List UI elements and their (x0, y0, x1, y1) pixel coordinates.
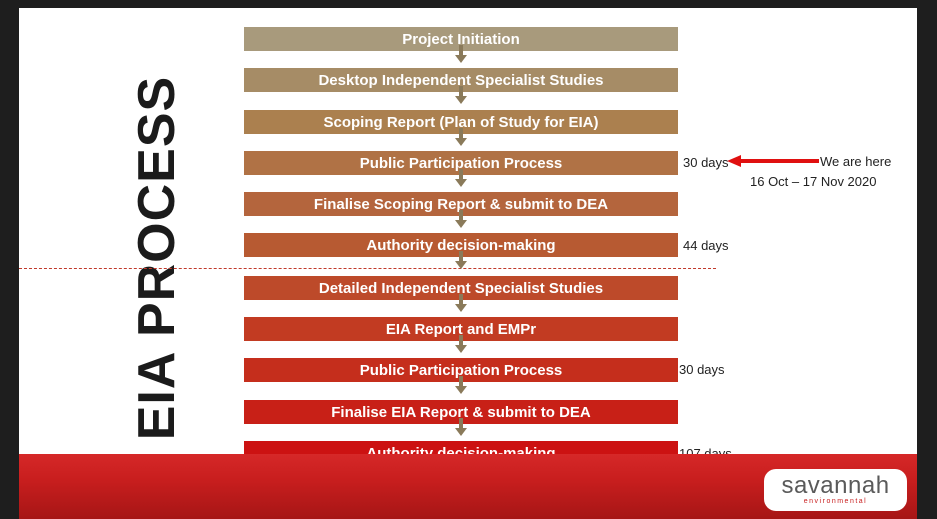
flow-arrow-icon (455, 294, 467, 312)
current-period-dates: 16 Oct – 17 Nov 2020 (750, 174, 877, 189)
left-arrow-icon (727, 155, 819, 167)
step-finalise-eia-report: Finalise EIA Report & submit to DEA (244, 400, 678, 424)
flow-arrow-icon (455, 45, 467, 63)
phase-divider (19, 268, 716, 269)
flow-arrow-icon (455, 128, 467, 146)
we-are-here-label: We are here (820, 154, 892, 169)
flow-arrow-icon (455, 210, 467, 228)
savannah-logo: savannah environmental (764, 469, 907, 511)
process-title: EIA PROCESS (128, 75, 186, 441)
flow-arrow-icon (455, 86, 467, 104)
flow-arrow-icon (455, 169, 467, 187)
duration-public-participation-1: 30 days (683, 155, 729, 170)
duration-authority-decision-1: 44 days (683, 238, 729, 253)
slide: EIA PROCESS Project Initiation Desktop I… (19, 8, 917, 519)
logo-wordmark: savannah (781, 472, 890, 499)
step-detailed-specialist-studies: Detailed Independent Specialist Studies (244, 276, 678, 300)
duration-public-participation-2: 30 days (679, 362, 725, 377)
flow-arrow-icon (455, 335, 467, 353)
flow-arrow-icon (455, 418, 467, 436)
logo-tagline: environmental (803, 498, 868, 505)
flow-arrow-icon (455, 376, 467, 394)
flow-arrow-icon (455, 251, 467, 269)
